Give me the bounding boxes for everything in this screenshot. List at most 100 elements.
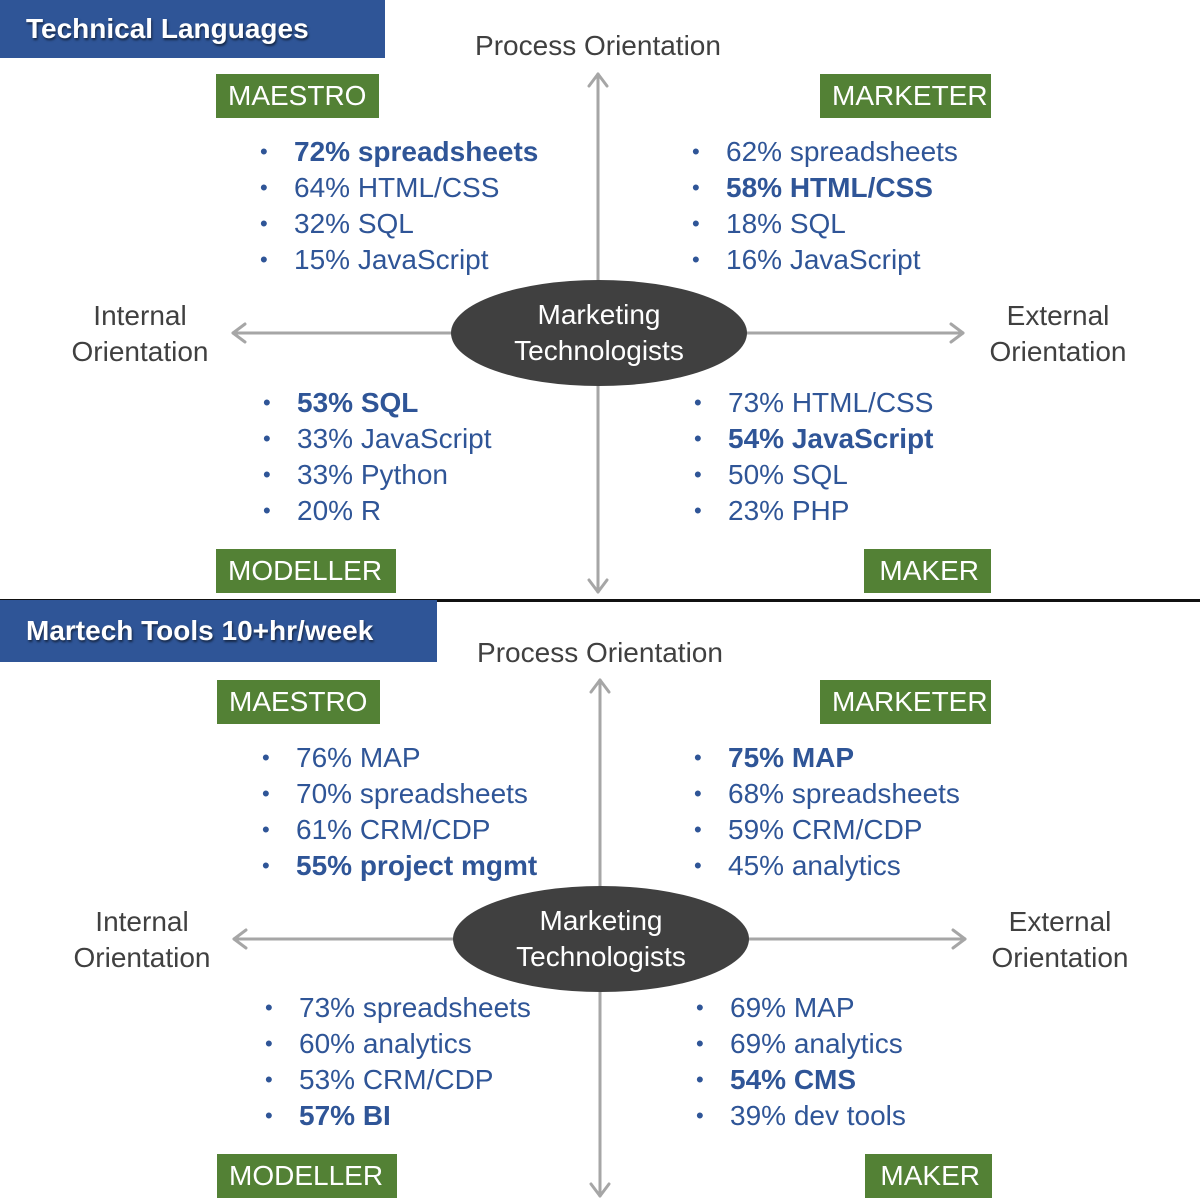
quadrant-list-modeller: •73% spreadsheets•60% analytics•53% CRM/… xyxy=(265,990,531,1134)
list-item-text: 20% R xyxy=(297,495,382,526)
quadrant-list-maestro: •76% MAP•70% spreadsheets•61% CRM/CDP•55… xyxy=(262,740,537,884)
bullet-icon: • xyxy=(263,426,271,451)
bullet-icon: • xyxy=(694,745,702,770)
list-item: • 72% spreadsheets xyxy=(260,134,538,170)
list-item: • 53% SQL xyxy=(263,385,492,421)
list-item-text: 76% MAP xyxy=(296,742,421,773)
bullet-icon: • xyxy=(694,426,702,451)
quadrant-tag-maker: MAKER xyxy=(864,549,991,593)
bullet-icon: • xyxy=(694,498,702,523)
bullet-icon: • xyxy=(265,1031,273,1056)
quadrant-tag-modeller: MODELLER xyxy=(216,549,396,593)
bullet-icon: • xyxy=(262,781,270,806)
list-item: •59% CRM/CDP xyxy=(694,812,960,848)
list-item-text: 54% JavaScript xyxy=(728,423,934,454)
bullet-icon: • xyxy=(696,1067,704,1092)
quadrant-list-marketer: •75% MAP•68% spreadsheets•59% CRM/CDP•45… xyxy=(694,740,960,884)
list-item: • 20% R xyxy=(263,493,492,529)
list-item: •69% analytics xyxy=(696,1026,906,1062)
quadrant-list-modeller: • 53% SQL • 33% JavaScript • 33% Python • 20% R xyxy=(263,385,492,529)
list-item: • 69% MAP xyxy=(696,990,906,1026)
list-item: •73% spreadsheets xyxy=(265,990,531,1026)
list-item-text: 58% HTML/CSS xyxy=(726,172,933,203)
quadrant-tag-maestro: MAESTRO xyxy=(216,74,379,118)
bullet-icon: • xyxy=(694,853,702,878)
bullet-icon: • xyxy=(696,995,704,1020)
bullet-icon: • xyxy=(692,247,700,272)
list-item: •32% SQL xyxy=(260,206,538,242)
list-item: • 54% CMS xyxy=(696,1062,906,1098)
list-item-text: 54% CMS xyxy=(730,1064,857,1095)
quadrant-list-maker: • 69% MAP•69% analytics • 54% CMS • 39% dev t… xyxy=(696,990,906,1134)
bullet-icon: • xyxy=(263,390,271,415)
panel-technical-languages: Technical Languages Process Orientation … xyxy=(0,0,1127,594)
list-item: •16% JavaScript xyxy=(692,242,958,278)
quadrant-tag-modeller: MODELLER xyxy=(217,1154,397,1198)
bullet-icon: • xyxy=(692,139,700,164)
list-item-text: 33% JavaScript xyxy=(297,423,492,454)
list-item: •70% spreadsheets xyxy=(262,776,537,812)
quadrant-tag-maker: MAKER xyxy=(865,1154,992,1198)
list-item-text: 39% dev tools xyxy=(730,1100,906,1131)
list-item: •73% HTML/CSS xyxy=(694,385,933,421)
bullet-icon: • xyxy=(694,781,702,806)
arrow-right-icon xyxy=(951,928,967,950)
quadrant-tag-marketer: MARKETER xyxy=(820,74,991,118)
bullet-icon: • xyxy=(260,139,268,164)
panel-banner: Martech Tools 10+hr/week xyxy=(0,600,437,662)
list-item-text: 62% spreadsheets xyxy=(726,136,958,167)
axis-label-left: Internal Orientation xyxy=(71,300,209,367)
center-ellipse: Marketing Technologists xyxy=(453,886,749,992)
list-item: • 54% JavaScript xyxy=(694,421,933,457)
bullet-icon: • xyxy=(694,462,702,487)
bullet-icon: • xyxy=(696,1103,704,1128)
bullet-icon: • xyxy=(263,498,271,523)
list-item-text: 69% MAP xyxy=(730,992,855,1023)
axis-label-top: Process Orientation xyxy=(477,637,723,668)
list-item: • 53% CRM/CDP xyxy=(265,1062,531,1098)
arrow-up-icon xyxy=(589,678,611,694)
list-item-text: 73% HTML/CSS xyxy=(728,387,934,418)
list-item-text: 23% PHP xyxy=(728,495,850,526)
list-item-text: 64% HTML/CSS xyxy=(294,172,500,203)
list-item-text: 15% JavaScript xyxy=(294,244,489,275)
panel-banner: Technical Languages xyxy=(0,0,385,58)
axis-label-top: Process Orientation xyxy=(475,30,721,61)
quadrant-tag-marketer: MARKETER xyxy=(820,680,991,724)
axis-label-right: External Orientation xyxy=(989,300,1127,367)
list-item: •18% SQL xyxy=(692,206,958,242)
list-item-text: 33% Python xyxy=(297,459,448,490)
quadrant-list-marketer: • 62% spreadsheets • 58% HTML/CSS•18% SQL•1… xyxy=(692,134,958,278)
bullet-icon: • xyxy=(263,462,271,487)
arrow-left-icon xyxy=(231,322,247,344)
list-item: •61% CRM/CDP xyxy=(262,812,537,848)
list-item: •75% MAP xyxy=(694,740,960,776)
list-item-text: 32% SQL xyxy=(294,208,414,239)
list-item: • 33% JavaScript xyxy=(263,421,492,457)
arrow-right-icon xyxy=(949,322,965,344)
quadrant-list-maker: •73% HTML/CSS • 54% JavaScript • 50% SQL • 23%… xyxy=(694,385,933,529)
list-item: • 76% MAP xyxy=(262,740,537,776)
bullet-icon: • xyxy=(262,745,270,770)
list-item-text: 69% analytics xyxy=(730,1028,903,1059)
list-item: • 50% SQL xyxy=(694,457,933,493)
bullet-icon: • xyxy=(265,1103,273,1128)
arrow-down-icon xyxy=(589,1182,611,1198)
bullet-icon: • xyxy=(692,175,700,200)
list-item: •45% analytics xyxy=(694,848,960,884)
list-item-text: 60% analytics xyxy=(299,1028,472,1059)
bullet-icon: • xyxy=(265,995,273,1020)
bullet-icon: • xyxy=(260,247,268,272)
axis-label-right: External Orientation xyxy=(991,906,1129,973)
bullet-icon: • xyxy=(262,853,270,878)
list-item-text: 53% SQL xyxy=(297,387,419,418)
list-item: • 33% Python xyxy=(263,457,492,493)
list-item-text: 50% SQL xyxy=(728,459,848,490)
list-item-text: 53% CRM/CDP xyxy=(299,1064,494,1095)
quadrant-tag-maestro: MAESTRO xyxy=(217,680,380,724)
list-item-text: 57% BI xyxy=(299,1100,391,1131)
bullet-icon: • xyxy=(265,1067,273,1092)
list-item-text: 72% spreadsheets xyxy=(294,136,539,167)
list-item: • 39% dev tools xyxy=(696,1098,906,1134)
list-item: • 23% PHP xyxy=(694,493,933,529)
